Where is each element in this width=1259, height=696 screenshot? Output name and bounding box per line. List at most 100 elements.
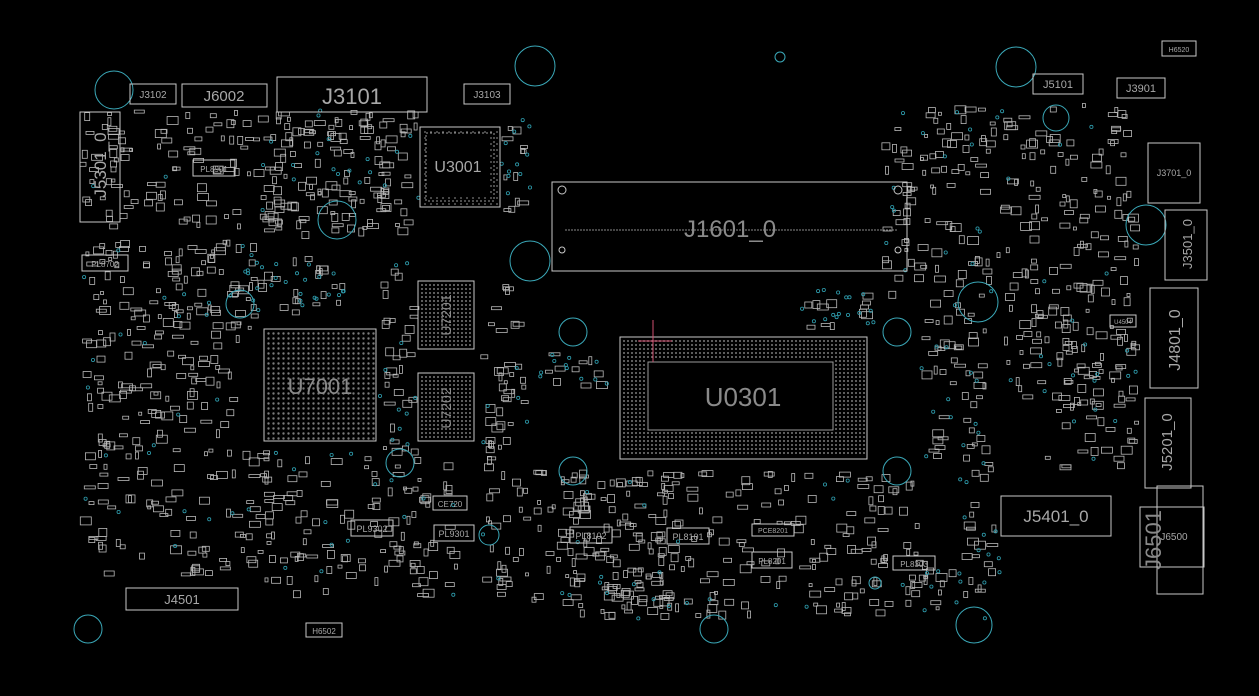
smd-part — [635, 476, 641, 483]
bga-ball — [453, 404, 455, 406]
bga-ball — [731, 352, 733, 354]
smd-part — [410, 448, 419, 456]
smd-part — [326, 499, 338, 506]
smd-part — [123, 205, 134, 209]
smd-part — [388, 559, 401, 567]
smd-part — [218, 269, 224, 275]
bga-ball — [312, 417, 315, 420]
bga-ball — [683, 444, 685, 446]
bga-ball — [342, 407, 345, 410]
bga-ball — [441, 304, 443, 306]
bga-ball — [362, 397, 365, 400]
bga-ball — [282, 367, 285, 370]
smd-part — [130, 316, 136, 321]
smd-part — [316, 206, 328, 215]
smd-part — [275, 162, 284, 171]
bga-ball — [631, 372, 633, 374]
smd-part — [95, 536, 107, 541]
smd-part — [400, 531, 405, 541]
bga-ball — [807, 348, 809, 350]
bga-ball — [851, 416, 853, 418]
smd-part — [839, 471, 851, 478]
bga-ball — [831, 356, 833, 358]
bga-ball — [317, 432, 320, 435]
bga-ball — [461, 388, 463, 390]
bga-ball — [663, 436, 665, 438]
bga-ball — [442, 131, 444, 133]
bga-ball — [823, 440, 825, 442]
bga-ball — [357, 367, 360, 370]
bga-ball — [421, 292, 423, 294]
smd-part — [402, 399, 413, 408]
bga-ball — [799, 440, 801, 442]
via — [481, 440, 486, 445]
smd-part — [563, 490, 574, 499]
bga-ball — [747, 340, 749, 342]
via — [550, 352, 555, 357]
bga-ball — [302, 357, 305, 360]
bga-ball — [627, 344, 629, 346]
bga-ball — [292, 382, 295, 385]
bga-ball — [445, 288, 447, 290]
bga-ball — [457, 340, 459, 342]
smd-part — [306, 554, 319, 559]
bga-ball — [839, 372, 841, 374]
bga-ball — [437, 304, 439, 306]
smd-part — [491, 522, 502, 530]
bga-ball — [707, 436, 709, 438]
bga-ball — [367, 367, 370, 370]
bga-ball — [659, 432, 661, 434]
smd-part — [1029, 152, 1036, 161]
via — [707, 597, 712, 602]
bga-ball — [337, 412, 340, 415]
bga-ball — [297, 352, 300, 355]
smd-part — [915, 559, 924, 566]
bga-ball — [675, 444, 677, 446]
bga-ball — [623, 352, 625, 354]
smd-part — [120, 147, 125, 153]
bga-ball — [803, 340, 805, 342]
bga-ball — [695, 352, 697, 354]
via — [976, 548, 981, 553]
bga-ball — [267, 367, 270, 370]
smd-part — [328, 124, 335, 130]
bga-ball — [855, 400, 857, 402]
smd-part — [271, 503, 283, 512]
smd-part — [343, 170, 350, 177]
bga-ball — [819, 344, 821, 346]
bga-ball — [855, 376, 857, 378]
smd-part — [320, 480, 331, 487]
bga-ball — [454, 203, 456, 205]
smd-part — [1061, 324, 1071, 334]
bga-ball — [839, 432, 841, 434]
bga-ball — [635, 376, 637, 378]
bga-ball — [843, 384, 845, 386]
smd-part — [972, 554, 980, 559]
bga-ball — [267, 417, 270, 420]
smd-part — [1077, 383, 1087, 393]
via — [269, 139, 274, 144]
smd-part — [275, 226, 283, 231]
bga-ball — [783, 356, 785, 358]
bga-ball — [429, 340, 431, 342]
bga-ball — [851, 444, 853, 446]
bga-ball — [791, 436, 793, 438]
bga-ball — [811, 356, 813, 358]
bga-ball — [715, 440, 717, 442]
bga-ball — [372, 427, 375, 430]
bga-ball — [424, 173, 426, 175]
bga-ball — [843, 400, 845, 402]
via — [331, 167, 336, 172]
smd-part — [933, 453, 942, 459]
bga-ball — [839, 424, 841, 426]
smd-part — [401, 182, 414, 189]
bga-ball — [453, 304, 455, 306]
bga-ball — [739, 440, 741, 442]
via — [585, 489, 590, 494]
via — [976, 430, 981, 435]
smd-part — [337, 564, 343, 569]
via — [539, 370, 544, 375]
bga-ball — [819, 448, 821, 450]
smd-part — [1093, 388, 1104, 397]
bga-ball — [823, 436, 825, 438]
